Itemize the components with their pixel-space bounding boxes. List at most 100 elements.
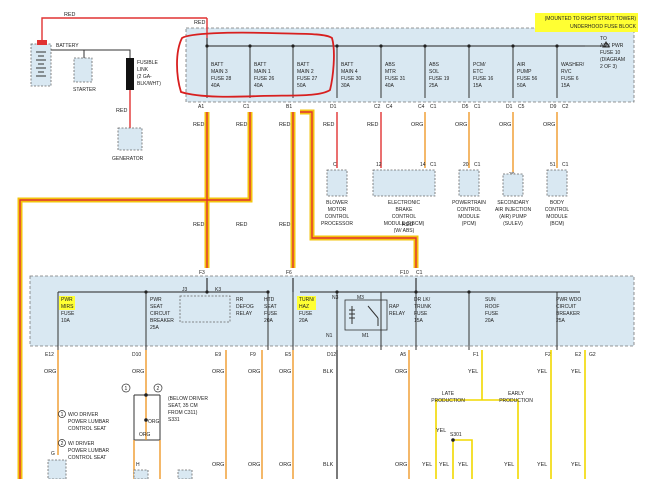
fuse-block-note-line1: (MOUNTED TO RIGHT STRUT TOWER) <box>545 16 637 22</box>
fusible-link-line: LINK <box>137 67 149 73</box>
lower-fuse-label: BREAKER <box>150 318 174 324</box>
wire-label: ORG <box>543 122 555 128</box>
pin-label: D10 <box>132 352 141 358</box>
pin-label: C <box>333 162 337 168</box>
lower-fuse-label: RELAY <box>389 311 406 317</box>
wire-label: ORG <box>395 369 407 375</box>
wire-label: ORG <box>248 462 260 468</box>
wire-label: YEL <box>571 369 581 375</box>
wire-label-red-gen: RED <box>116 108 127 114</box>
pin-label: F2 <box>545 352 551 358</box>
production-label: PRODUCTION <box>431 398 465 404</box>
lower-fuse-label: HTD <box>264 297 275 303</box>
fuse-label: FUSE 56 <box>517 76 538 82</box>
fuse-label: 40A <box>385 83 395 89</box>
fuse-label: BATT <box>341 62 353 68</box>
rap-relay <box>344 299 388 331</box>
lower-fuse-label: SEAT <box>150 304 163 310</box>
top-fuse-labels: BATT MAIN 3 FUSE 28 40A BATT MAIN 1 FUSE… <box>211 62 585 89</box>
lower-fuse-label: SEAT <box>264 304 277 310</box>
pin-label: D1 <box>506 104 513 110</box>
wire-label: ORG <box>411 122 423 128</box>
pin-label: C5 <box>518 104 525 110</box>
fuse-label: FUSE 26 <box>254 76 275 82</box>
electronic-brake-control-module <box>372 169 436 197</box>
pin-label: F10 <box>400 270 409 276</box>
pin-label: D1 <box>330 104 337 110</box>
circle-1 <box>121 383 131 393</box>
pin-g-label: G <box>51 451 55 457</box>
wire-label: ORG <box>139 432 151 438</box>
seat-connector-g <box>47 459 67 479</box>
lower-fuse-label: CIRCUIT <box>556 304 576 310</box>
powertrain-control-module <box>458 169 480 197</box>
fuse-block-note-line2: UNDERHOOD FUSE BLOCK <box>570 24 637 30</box>
starter-label: STARTER <box>73 87 96 93</box>
module-label: AIR INJECTION <box>495 207 532 213</box>
pin-label: D9 <box>550 104 557 110</box>
pin-label: J3 <box>182 287 188 293</box>
pin-label: C2 <box>562 104 569 110</box>
module-label: POWERTRAIN <box>452 200 486 206</box>
wire-label: YEL <box>458 462 468 468</box>
option-2-circle <box>58 439 66 447</box>
lower-fuse-label: 20A <box>264 318 274 324</box>
wire-label: RED <box>367 122 378 128</box>
option-line: CONTROL SEAT <box>68 455 106 461</box>
module-label: CONTROL <box>457 207 482 213</box>
fuse-label: 40A <box>254 83 264 89</box>
lower-fuse-label: RELAY <box>236 311 253 317</box>
lower-fuse-label: CIRCUIT <box>150 311 170 317</box>
wire-label: ORG <box>44 369 56 375</box>
module-labels: BLOWER MOTOR CONTROL PROCESSOR ELECTRONI… <box>321 200 569 234</box>
bottom-pin-labels: E12 D10 E9 F9 E5 D12 A5 F1 F2 E2 G2 <box>45 352 596 358</box>
module-label: CONTROL <box>392 214 417 220</box>
pin-label: D5 <box>462 104 469 110</box>
wire-label: ORG <box>279 369 291 375</box>
wire-label: BLK <box>323 369 334 375</box>
to-aux-pwr-note: TO AUX PWR FUSE 10 (DIAGRAM 2 OF 3) <box>600 36 625 70</box>
battery-terminal <box>37 40 47 45</box>
module-label: (W/ ABS) <box>394 228 415 234</box>
module-label: CONTROL <box>545 207 570 213</box>
production-label: PRODUCTION <box>499 398 533 404</box>
below-seat-note: (BELOW DRIVER SEAT, 35 CM FROM C311) S33… <box>168 396 208 423</box>
fuse-label: 50A <box>517 83 527 89</box>
pin-label: C1 <box>474 104 481 110</box>
production-label: EARLY <box>508 391 525 397</box>
wire-label: RED <box>402 222 413 228</box>
lower-fuse-label: RR <box>236 297 244 303</box>
wire-label: RED <box>279 122 290 128</box>
module-label: MODULE <box>458 214 480 220</box>
pin-label: C2 <box>374 104 381 110</box>
body-control-module <box>546 169 568 197</box>
wire-label: ORG <box>499 122 511 128</box>
wire-label: RED <box>279 222 290 228</box>
fuse-label: ABS <box>429 62 440 68</box>
fuse-label: 15A <box>473 83 483 89</box>
fuse-label: ETC <box>473 69 483 75</box>
starter-symbol <box>73 57 93 83</box>
fusible-link-label: FUSIBLE LINK (2 GA- BLK/WHT) <box>137 60 161 87</box>
wire-label: ORG <box>148 419 160 425</box>
splice-s301-dot <box>451 438 455 442</box>
module-label: MODULE (EBCM) <box>384 221 425 227</box>
option-line: POWER LUMBAR <box>68 448 110 454</box>
fuse-label: BATT <box>211 62 223 68</box>
pin-label: E5 <box>285 352 291 358</box>
note-line: FROM C311) <box>168 410 198 416</box>
wire-label-red-feed: RED <box>194 20 205 26</box>
circle-1-label: 1 <box>125 386 128 392</box>
module-label: ELECTRONIC <box>388 200 421 206</box>
wire-label: YEL <box>439 462 449 468</box>
option-line: CONTROL SEAT <box>68 426 106 432</box>
rr-defog-relay <box>179 295 231 323</box>
option-1-num: 1 <box>61 412 64 418</box>
lower-fuse-label: 20A <box>299 318 309 324</box>
module-label: PROCESSOR <box>321 221 353 227</box>
wire-label: ORG <box>455 122 467 128</box>
to-aux-line: (DIAGRAM <box>600 57 625 63</box>
wire-c1 <box>19 112 251 479</box>
top-pin-labels: A1 C1 B1 D1 C2 C4 C4 C1 D5 C1 D1 C5 D9 C… <box>198 104 569 110</box>
pin-label: F3 <box>199 270 205 276</box>
